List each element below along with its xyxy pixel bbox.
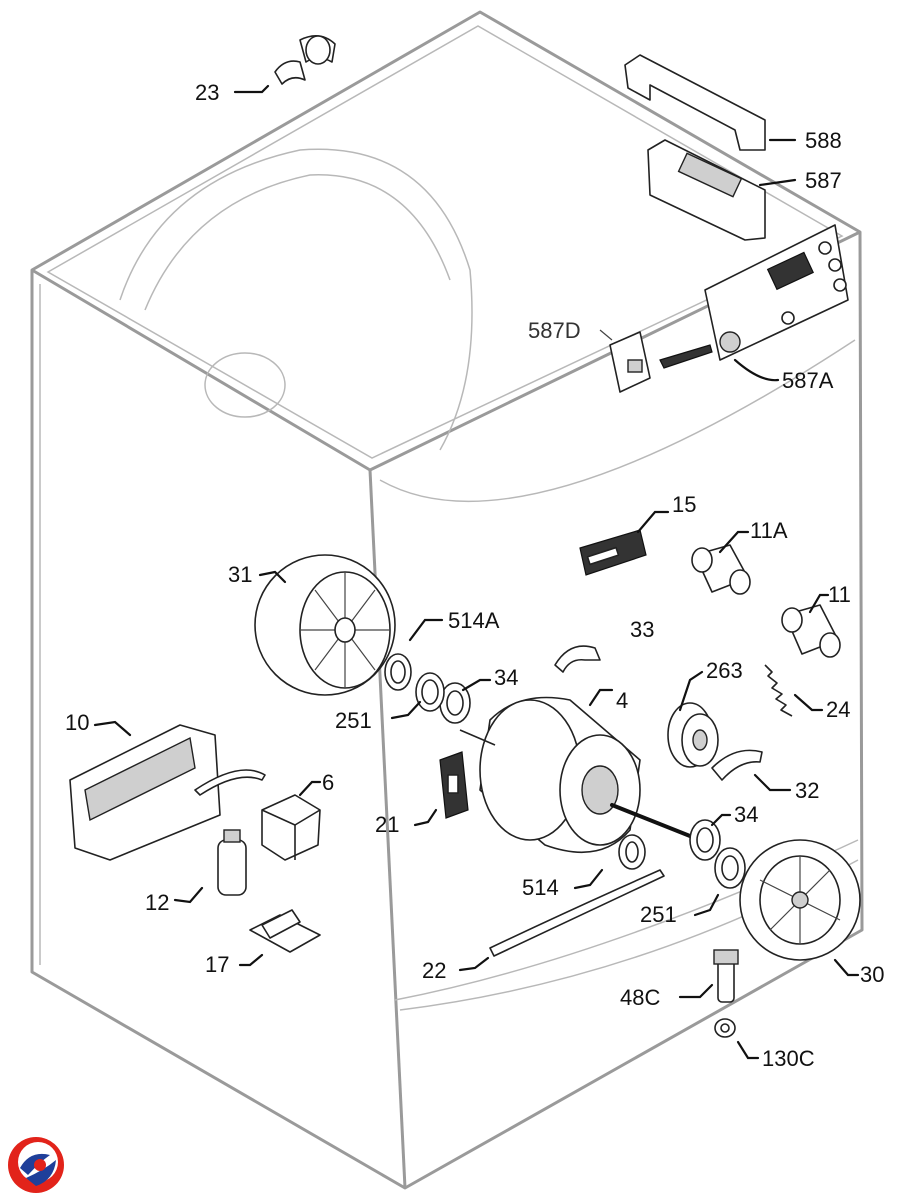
part-587A-front-pcb: 587A bbox=[659, 224, 849, 393]
label-588: 588 bbox=[805, 128, 842, 153]
part-587-control-board: 587 bbox=[647, 139, 842, 241]
part-11A-capacitor: 11A bbox=[691, 518, 788, 595]
part-30-rear-fan: 30 bbox=[739, 839, 884, 987]
part-34-bearing-lower: 34 bbox=[689, 802, 758, 861]
label-130C: 130C bbox=[762, 1046, 815, 1071]
label-33: 33 bbox=[630, 617, 654, 642]
label-12: 12 bbox=[145, 890, 169, 915]
label-587D: 587D bbox=[528, 318, 581, 343]
part-130C-grommet: 130C bbox=[714, 1018, 815, 1071]
label-34b: 34 bbox=[734, 802, 758, 827]
part-23-knob: 23 bbox=[195, 35, 336, 105]
part-22-belt: 22 bbox=[422, 869, 665, 983]
part-251-seal-upper: 251 bbox=[335, 672, 445, 733]
label-15: 15 bbox=[672, 492, 696, 517]
part-587D-small-board: 587D bbox=[528, 318, 651, 393]
part-17-bracket: 17 bbox=[205, 909, 321, 977]
label-4: 4 bbox=[616, 688, 628, 713]
label-31: 31 bbox=[228, 562, 252, 587]
part-251-seal-lower: 251 bbox=[640, 847, 746, 927]
label-514: 514 bbox=[522, 875, 559, 900]
label-48C: 48C bbox=[620, 985, 660, 1010]
label-21: 21 bbox=[375, 812, 399, 837]
label-34a: 34 bbox=[494, 665, 518, 690]
brand-swirl-logo bbox=[8, 1137, 64, 1193]
label-263: 263 bbox=[706, 658, 743, 683]
part-12-container: 12 bbox=[145, 829, 247, 915]
label-22: 22 bbox=[422, 958, 446, 983]
part-34-bearing-upper: 34 bbox=[439, 665, 518, 724]
label-587A: 587A bbox=[782, 368, 834, 393]
label-251a: 251 bbox=[335, 708, 372, 733]
label-6: 6 bbox=[322, 770, 334, 795]
part-10-heater: 10 bbox=[65, 710, 266, 861]
label-251b: 251 bbox=[640, 902, 677, 927]
part-31-impeller: 31 bbox=[228, 554, 396, 696]
part-6-thermostat: 6 bbox=[261, 770, 334, 861]
label-30: 30 bbox=[860, 962, 884, 987]
label-17: 17 bbox=[205, 952, 229, 977]
part-514-ring: 514 bbox=[522, 834, 646, 900]
part-15-door-switch: 15 bbox=[579, 492, 696, 576]
part-21-switch: 21 bbox=[375, 751, 469, 837]
label-32: 32 bbox=[795, 778, 819, 803]
label-24: 24 bbox=[826, 697, 850, 722]
part-4-motor: 4 bbox=[459, 688, 702, 853]
part-11-capacitor: 11 bbox=[781, 582, 851, 658]
part-588-bracket: 588 bbox=[624, 54, 842, 153]
part-514A-ring: 514A bbox=[384, 608, 500, 691]
label-11: 11 bbox=[828, 582, 851, 607]
part-32-brush: 32 bbox=[711, 749, 819, 803]
label-10: 10 bbox=[65, 710, 89, 735]
part-48C-filter: 48C bbox=[620, 949, 739, 1010]
label-23: 23 bbox=[195, 80, 219, 105]
part-263-pulley: 263 bbox=[667, 658, 743, 768]
part-24-spring: 24 bbox=[764, 664, 850, 722]
label-587: 587 bbox=[805, 168, 842, 193]
label-11A: 11A bbox=[750, 518, 788, 543]
label-514A: 514A bbox=[448, 608, 500, 633]
part-33-bracket: 33 bbox=[554, 617, 654, 673]
